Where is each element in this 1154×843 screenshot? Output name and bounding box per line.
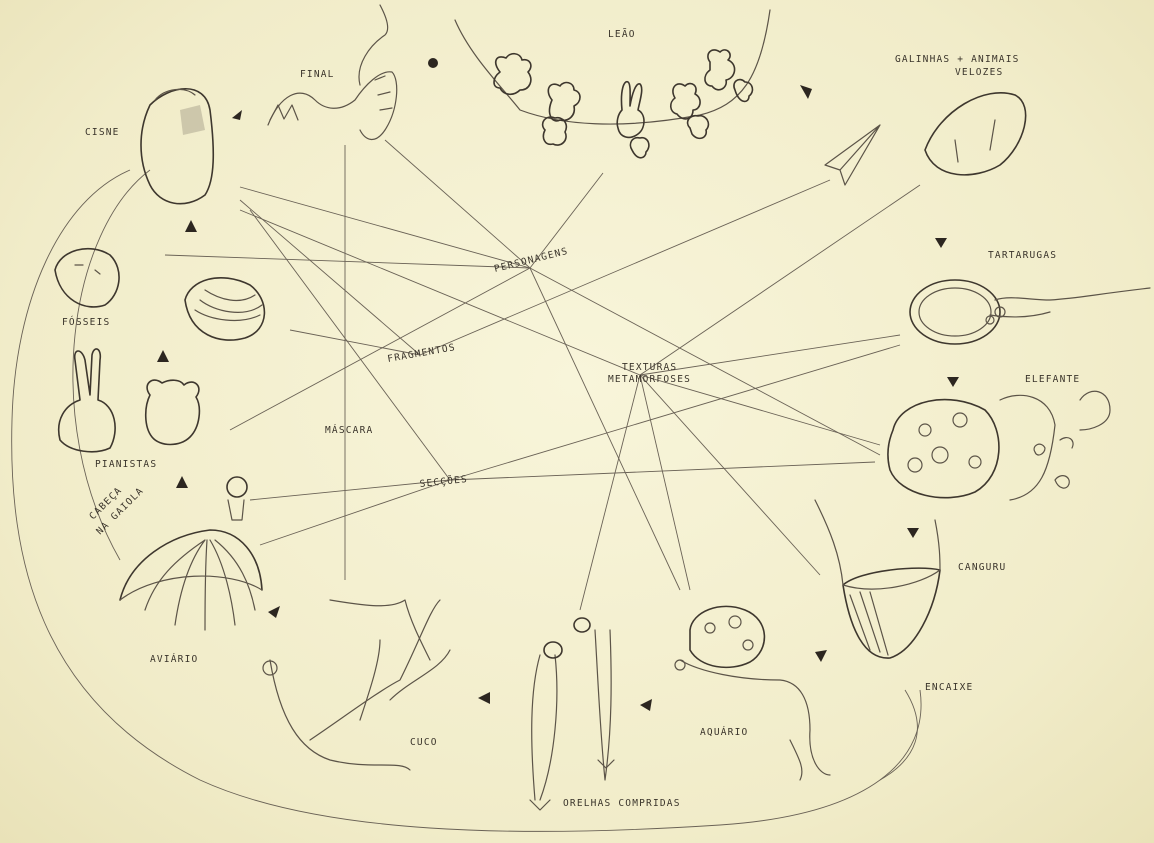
- label-tartarugas: TARTARUGAS: [988, 250, 1057, 261]
- label-secoes: SECÇÕES: [419, 473, 468, 490]
- label-mascara: MÁSCARA: [325, 424, 373, 436]
- elefante-drawing: [888, 391, 1110, 500]
- label-canguru: CANGURU: [958, 562, 1006, 573]
- fosseis-drawing: [55, 249, 119, 307]
- label-fragmentos: FRAGMENTOS: [387, 342, 457, 365]
- orelhas-drawing: [530, 618, 614, 810]
- outer-loop: [12, 170, 921, 831]
- canguru-drawing: [815, 500, 940, 658]
- label-pianistas: PIANISTAS: [95, 459, 157, 470]
- label-texturas: TEXTURAS: [622, 362, 677, 373]
- label-galinhas-1: GALINHAS + ANIMAIS: [895, 54, 1020, 65]
- label-cisne: CISNE: [85, 127, 120, 138]
- aquario-drawing: [675, 606, 830, 780]
- label-metamorfoses: METAMORFOSES: [608, 374, 691, 385]
- label-fosseis: FÓSSEIS: [62, 316, 110, 328]
- label-cuco: CUCO: [410, 737, 438, 748]
- galinhas-drawing: [825, 93, 1026, 185]
- label-galinhas-2: VELOZES: [955, 67, 1003, 78]
- label-leao: LEÃO: [608, 29, 636, 40]
- flow-arrows: [157, 58, 959, 711]
- label-encaixe: ENCAIXE: [925, 682, 973, 693]
- label-aviario: AVIÁRIO: [150, 653, 198, 665]
- label-final: FINAL: [300, 69, 335, 80]
- cisne-drawing: [141, 89, 213, 204]
- pianistas-drawing: [59, 349, 200, 452]
- aviario-drawing: [120, 477, 262, 630]
- fragmentos-drawing: [185, 278, 264, 340]
- label-elefante: ELEFANTE: [1025, 374, 1080, 385]
- tartarugas-drawing: [910, 280, 1150, 344]
- label-aquario: AQUÁRIO: [700, 726, 748, 738]
- label-orelhas: ORELHAS COMPRIDAS: [563, 798, 681, 809]
